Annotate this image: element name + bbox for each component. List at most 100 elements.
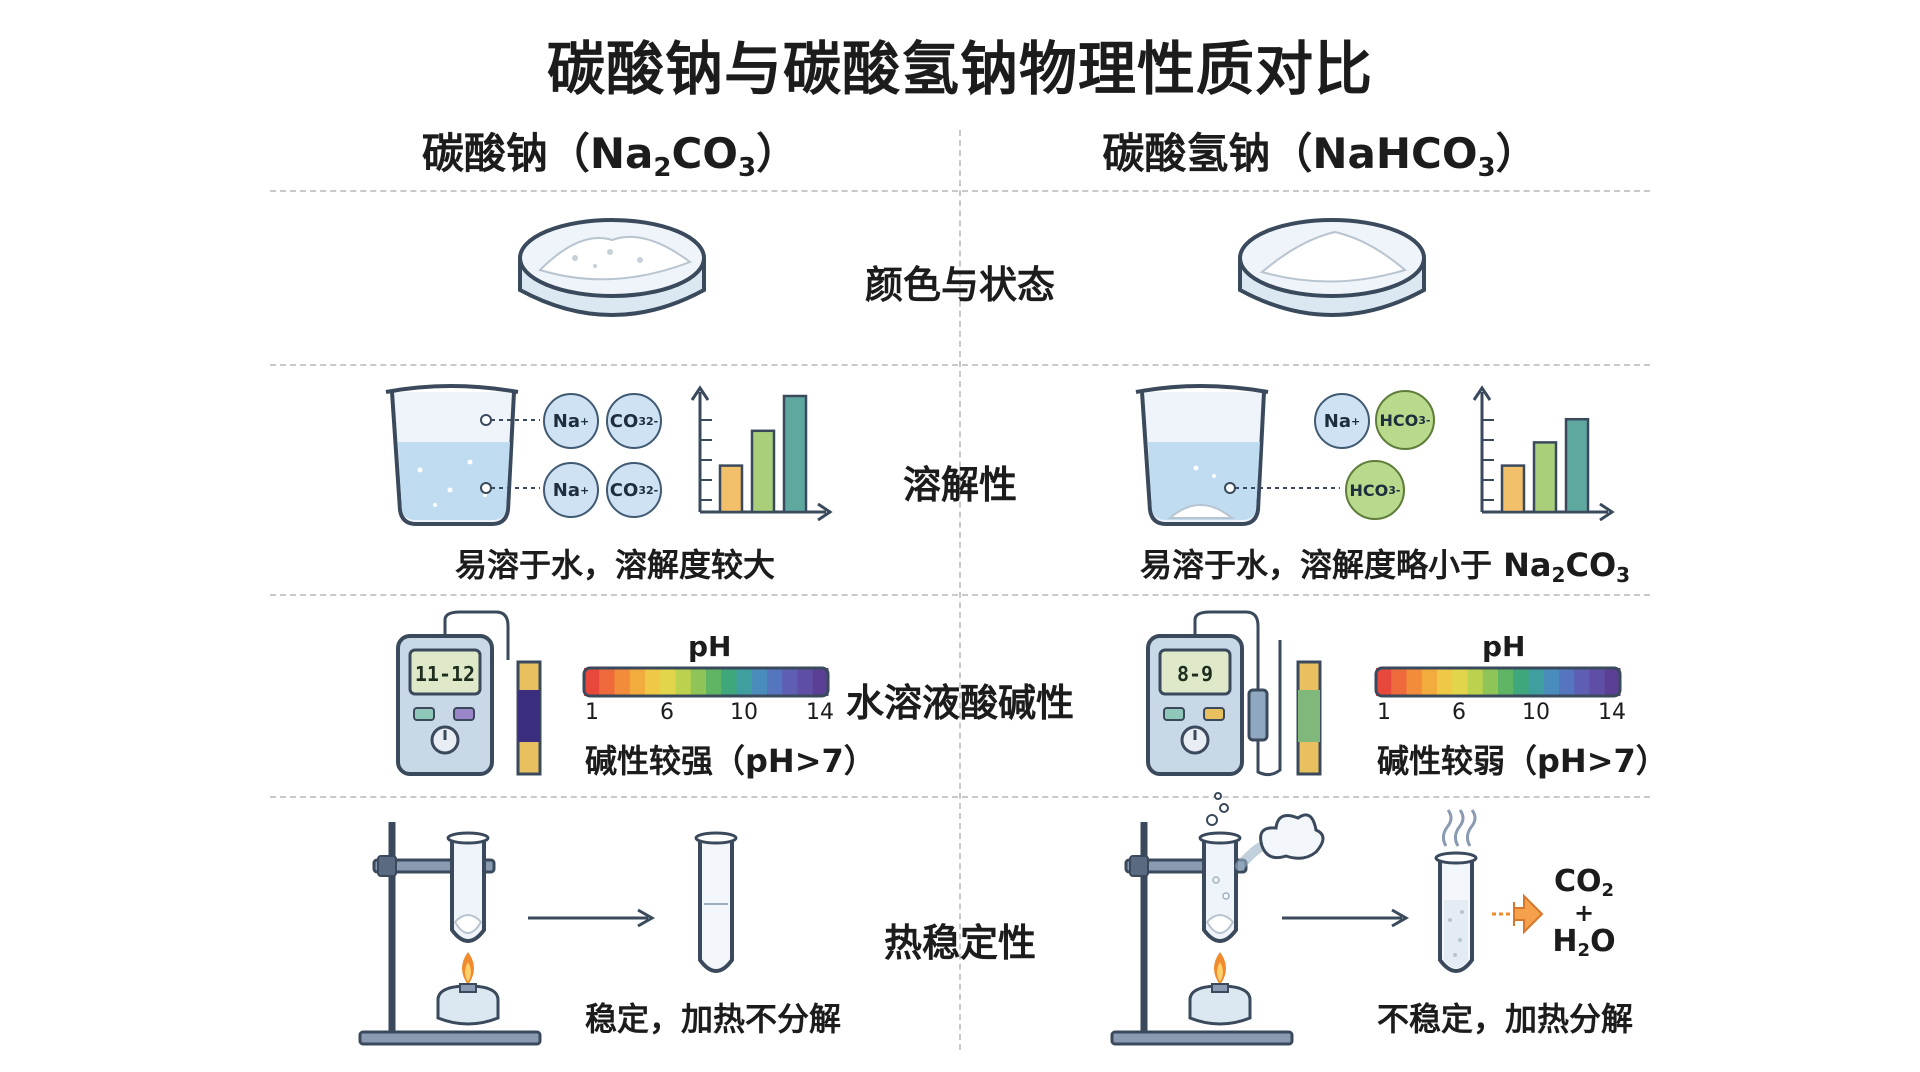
decomposition-products: CO2 + H2O: [1544, 866, 1624, 961]
solubility-bar: [718, 464, 744, 514]
ph-tick-label: 1: [585, 700, 599, 725]
solubility-bar: [782, 394, 808, 514]
ph-scale-segment: [721, 668, 737, 696]
row-divider: [270, 190, 1650, 192]
solubility-bar: [1532, 441, 1558, 514]
ion-sodium: Na+: [1314, 393, 1370, 449]
ph-scale-segment: [1437, 668, 1453, 696]
thermal-caption-right: 不稳定，加热分解: [1377, 1000, 1634, 1038]
ph-scale-segment: [660, 668, 676, 696]
ph-scale-segment: [751, 668, 768, 696]
ph-scale-segment: [1589, 668, 1606, 696]
ph-tick-label: 10: [1522, 700, 1550, 725]
ph-scale-segment: [1528, 668, 1545, 696]
solubility-bar: [750, 429, 776, 514]
ph-scale-segment: [675, 668, 692, 696]
beaker-sodium-carbonate: [385, 384, 540, 526]
column-header-sodium-bicarbonate: 碳酸氢钠（NaHCO3）: [1102, 129, 1538, 183]
ph-scale-segment: [736, 668, 753, 696]
row-label-solubility: 溶解性: [902, 463, 1017, 507]
ph-scale-segment: [1406, 668, 1423, 696]
ph-scale-label-right: pH: [1482, 630, 1526, 663]
ph-scale-segment: [1421, 668, 1438, 696]
ph-tick-label: 1: [1377, 700, 1391, 725]
ph-scale-segment: [599, 668, 615, 696]
ph-scale-left: [582, 666, 830, 698]
ph-scale-segment: [1482, 668, 1499, 696]
ph-scale-segment: [1604, 668, 1621, 696]
row-divider: [270, 796, 1650, 798]
solubility-bars-left: [718, 394, 808, 514]
test-tube-right-after: [1434, 809, 1478, 973]
ph-scale-segment: [645, 668, 661, 696]
ph-scale-segment: [797, 668, 814, 696]
product-water: H2O: [1552, 924, 1616, 962]
solubility-bar: [1564, 417, 1590, 514]
ph-tick-label: 6: [660, 700, 674, 725]
ph-scale-segment: [706, 668, 722, 696]
ph-scale-segment: [1543, 668, 1560, 696]
column-header-sodium-carbonate: 碳酸钠（Na2CO3）: [421, 129, 799, 183]
acidity-caption-left: 碱性较强（pH>7）: [585, 742, 876, 780]
solubility-caption-sodium-bicarbonate: 易溶于水，溶解度略小于 Na2CO3: [1140, 546, 1631, 587]
row-divider: [270, 364, 1650, 366]
thermal-caption-left: 稳定，加热不分解: [585, 1000, 842, 1038]
ph-scale-segment: [1376, 668, 1392, 696]
gas-release-arrow: [1492, 893, 1544, 935]
solubility-bar: [1500, 464, 1526, 514]
ph-scale-segment: [1559, 668, 1575, 696]
ph-tick-label: 10: [730, 700, 758, 725]
ph-meter-left: [396, 610, 542, 776]
center-divider: [959, 130, 961, 1050]
beaker-sodium-bicarbonate: [1135, 384, 1340, 526]
test-tube-left-after: [694, 831, 738, 973]
ph-scale-label-left: pH: [688, 630, 732, 663]
solubility-bars-right: [1500, 417, 1590, 514]
ph-meter-reading-left: 11-12: [414, 662, 476, 686]
row-label-acidity: 水溶液酸碱性: [845, 681, 1074, 725]
ph-scale-segment: [1391, 668, 1407, 696]
ph-tick-label: 14: [1598, 700, 1626, 725]
product-plus: +: [1573, 898, 1595, 927]
ph-scale-segment: [1467, 668, 1484, 696]
acidity-caption-right: 碱性较弱（pH>7）: [1377, 742, 1668, 780]
arrow-right: [1282, 908, 1410, 928]
row-divider: [270, 594, 1650, 596]
ph-scale-segment: [690, 668, 707, 696]
petri-dish-sodium-bicarbonate: [1238, 218, 1426, 317]
ph-meter-reading-right: 8-9: [1176, 662, 1214, 686]
row-label-thermal-stability: 热稳定性: [883, 921, 1036, 965]
product-carbon-dioxide: CO2: [1553, 864, 1615, 901]
ph-scale-segment: [767, 668, 783, 696]
petri-dish-sodium-carbonate: [518, 218, 706, 317]
solubility-caption-sodium-carbonate: 易溶于水，溶解度较大: [455, 546, 776, 584]
ph-tick-label: 14: [806, 700, 834, 725]
ion-sodium: Na+: [543, 393, 599, 449]
ph-meter-right: [1146, 610, 1322, 777]
ph-scale-right: [1374, 666, 1622, 698]
ph-scale-segment: [1574, 668, 1590, 696]
heating-setup-right: [1110, 792, 1325, 1046]
row-label-color-state: 颜色与状态: [864, 263, 1055, 307]
ph-scale-segment: [629, 668, 646, 696]
ph-scale-segment: [1452, 668, 1468, 696]
ph-scale-segment: [782, 668, 798, 696]
ph-scale-segment: [614, 668, 631, 696]
ph-scale-segment: [584, 668, 600, 696]
ph-tick-label: 6: [1452, 700, 1466, 725]
ion-sodium: Na+: [543, 462, 599, 518]
ph-scale-segment: [1513, 668, 1529, 696]
arrow-left: [528, 908, 656, 928]
heating-setup-left: [358, 822, 542, 1046]
page-title: 碳酸钠与碳酸氢钠物理性质对比: [546, 35, 1373, 103]
ph-scale-segment: [812, 668, 829, 696]
ph-scale-segment: [1498, 668, 1514, 696]
